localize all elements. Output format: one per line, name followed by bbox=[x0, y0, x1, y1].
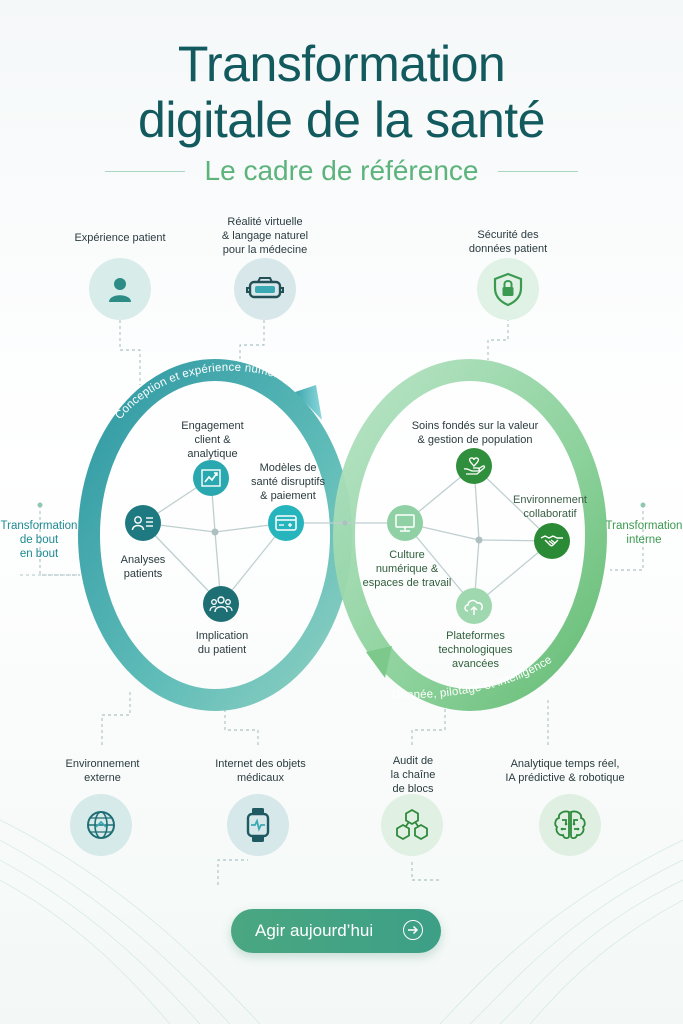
top-item-label-patient-experience: Expérience patient bbox=[74, 232, 166, 244]
right-node-label-tech-platforms: Plateformes technologiques avancées bbox=[438, 630, 513, 670]
handshake-icon bbox=[540, 535, 563, 547]
top-item-label-vr: Réalité virtuelle & langage naturel pour… bbox=[221, 216, 309, 256]
right-arc-arrow bbox=[366, 646, 392, 678]
right-node-label-value-care: Soins fondés sur la valeur & gestion de … bbox=[411, 420, 539, 446]
right-loop bbox=[333, 359, 607, 711]
heart-hands-icon bbox=[463, 457, 486, 475]
patient-list-icon bbox=[131, 516, 153, 531]
top-item-label-data-security: Sécurité des données patient bbox=[468, 229, 548, 255]
subtitle-rule-right bbox=[498, 171, 578, 172]
group-icon bbox=[209, 596, 233, 613]
left-node-engagement bbox=[193, 460, 229, 496]
left-node-patient-analyses bbox=[125, 505, 161, 541]
globe-icon bbox=[87, 811, 115, 839]
right-node-digital-culture bbox=[387, 505, 423, 541]
side-label-right: Transformation interne bbox=[605, 520, 683, 546]
left-node-disruptive-models bbox=[268, 505, 304, 541]
left-arc-arrow bbox=[295, 385, 322, 420]
monitor-icon bbox=[395, 514, 415, 532]
left-node-label-patient-involvement: Implication du patient bbox=[195, 630, 249, 656]
top-item-vr bbox=[234, 258, 296, 320]
bottom-item-blockchain bbox=[381, 794, 443, 856]
right-node-value-care bbox=[456, 448, 492, 484]
top-item-patient-experience bbox=[89, 258, 151, 320]
bottom-item-label-blockchain: Audit de la chaîne de blocs bbox=[390, 755, 436, 795]
user-icon bbox=[109, 278, 131, 302]
left-node-label-patient-analyses: Analyses patients bbox=[120, 554, 166, 580]
chart-growth-icon bbox=[201, 469, 221, 487]
vr-headset-icon bbox=[246, 277, 284, 299]
blocks-icon bbox=[396, 808, 428, 841]
left-node-label-engagement: Engagement client & analytique bbox=[181, 420, 244, 460]
subtitle-rule-left bbox=[105, 171, 185, 172]
brain-circuit-icon bbox=[554, 810, 586, 840]
bottom-item-external-env bbox=[70, 794, 132, 856]
side-label-left: Transformation de bout en bout bbox=[0, 520, 78, 560]
bottom-item-label-external-env: Environnement externe bbox=[65, 758, 140, 784]
page-subtitle: Le cadre de référence bbox=[204, 155, 479, 186]
right-node-label-digital-culture: Culture numérique & espaces de travail bbox=[362, 549, 452, 589]
payment-card-icon bbox=[275, 515, 297, 531]
act-today-button[interactable]: Agir aujourd’hui bbox=[231, 909, 441, 953]
top-item-data-security bbox=[477, 258, 539, 320]
page-title-line1: Transformation bbox=[177, 36, 506, 92]
bottom-item-label-realtime-ai: Analytique temps réel, IA prédictive & r… bbox=[505, 758, 625, 784]
page-title-line2: digitale de la santé bbox=[138, 92, 545, 148]
cloud-upload-icon bbox=[464, 599, 483, 615]
bottom-item-iomt bbox=[227, 794, 289, 856]
smartwatch-icon bbox=[246, 808, 270, 842]
right-node-tech-platforms bbox=[456, 588, 492, 624]
arrow-right-icon bbox=[403, 920, 423, 940]
bottom-item-realtime-ai bbox=[539, 794, 601, 856]
shield-lock-icon bbox=[493, 272, 523, 307]
bottom-item-label-iomt: Internet des objets médicaux bbox=[215, 758, 306, 784]
right-node-label-collaborative: Environnement collaboratif bbox=[513, 494, 587, 520]
act-today-button-label: Agir aujourd’hui bbox=[255, 921, 374, 940]
right-node-collaborative bbox=[534, 523, 570, 559]
left-node-patient-involvement bbox=[203, 586, 239, 622]
left-node-label-disruptive-models: Modèles de santé disruptifs & paiement bbox=[251, 462, 325, 502]
